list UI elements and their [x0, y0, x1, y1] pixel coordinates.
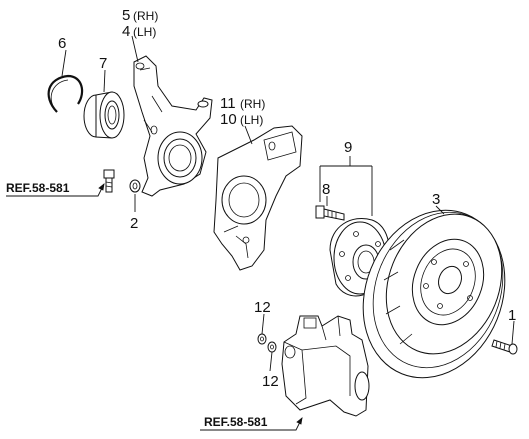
ref-knuckle[interactable]: REF.58-581	[6, 181, 70, 195]
label-1: 1	[508, 307, 516, 324]
dust-cover	[213, 125, 303, 271]
disc-screw	[491, 339, 518, 355]
caliper-screw-bottom	[267, 341, 277, 353]
label-4-side: (LH)	[133, 25, 156, 39]
label-5: 5	[122, 7, 130, 24]
label-11: 11	[220, 95, 236, 112]
snap-ring	[47, 74, 84, 113]
brake-disc	[362, 209, 506, 379]
steering-knuckle	[133, 55, 213, 197]
label-10: 10	[220, 111, 237, 128]
label-9: 9	[344, 139, 352, 156]
brake-caliper	[281, 315, 370, 417]
washer	[129, 179, 141, 193]
hub-bolt	[315, 205, 345, 221]
label-4: 4	[122, 23, 130, 40]
ref-arrow-caliper	[200, 417, 303, 431]
leader-lines	[61, 35, 515, 372]
label-6: 6	[58, 35, 66, 52]
label-3: 3	[432, 191, 440, 208]
ref-arrow-knuckle	[6, 183, 105, 197]
knuckle-bolt	[103, 169, 115, 193]
label-8: 8	[322, 181, 330, 198]
label-10-side: (LH)	[240, 113, 263, 127]
label-12-top: 12	[254, 299, 271, 316]
label-2: 2	[130, 215, 138, 232]
label-7: 7	[99, 55, 107, 72]
label-12-bottom: 12	[262, 373, 279, 390]
wheel-bearing	[83, 91, 125, 139]
label-11-side: (RH)	[240, 97, 265, 111]
caliper-screw-top	[257, 333, 267, 345]
label-5-side: (RH)	[133, 9, 158, 23]
ref-caliper[interactable]: REF.58-581	[204, 415, 268, 429]
